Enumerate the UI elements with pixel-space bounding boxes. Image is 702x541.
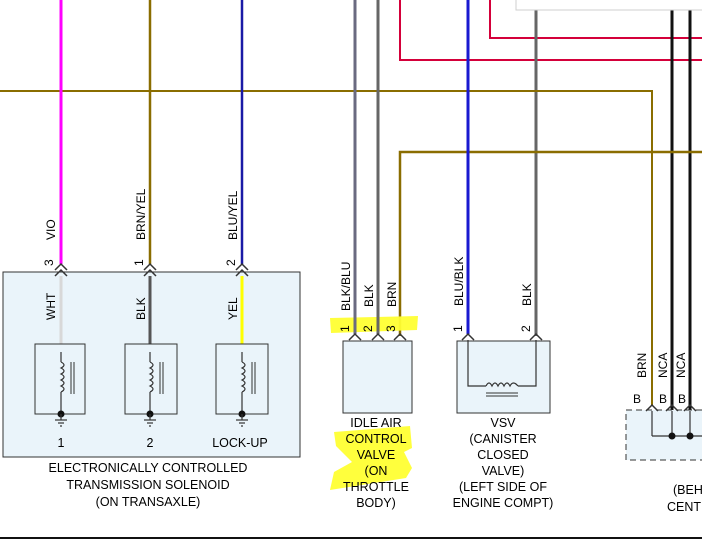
wire-label-vio: VIO: [44, 219, 58, 240]
wire-label-brn-yel: BRN/YEL: [134, 188, 148, 240]
pin-number: 3: [42, 259, 56, 266]
pin-number: 2: [519, 325, 533, 332]
wire-label-nca: NCA: [656, 353, 670, 378]
component-caption: (ON: [365, 464, 388, 478]
connector-pin-icon: [683, 403, 697, 412]
pin-number: 2: [224, 259, 238, 266]
solenoid-coil-icon: [124, 343, 178, 427]
brown-bus-wire: [0, 90, 702, 405]
connector-pin-icon: [235, 262, 249, 271]
connector-pin-icon: [665, 403, 679, 412]
wire-label-blk: BLK: [520, 283, 534, 306]
overlay-panel: [515, 0, 702, 11]
solenoid-label: 2: [147, 436, 154, 450]
component-caption: (LEFT SIDE OF: [459, 480, 547, 494]
wire-label-blk: BLK: [134, 297, 148, 320]
wire-label-blu-yel: BLU/YEL: [226, 190, 240, 240]
connector-pin-icon: [143, 262, 157, 271]
idle-air-control-valve: BLK/BLU BLK BRN 1 2 3 IDLE AIR CONTROL V…: [330, 0, 418, 510]
component-caption: IDLE AIR: [350, 416, 401, 430]
solenoid-coil-icon: [215, 343, 269, 427]
component-caption: ELECTRONICALLY CONTROLLED: [49, 461, 248, 475]
iacv-body: [342, 340, 413, 414]
connector-pin-icon: [348, 332, 362, 341]
wire-label-blk: BLK: [362, 284, 376, 307]
connector-pin-icon: [461, 332, 475, 341]
pin-number: 1: [132, 259, 146, 266]
vsv-body: [456, 340, 551, 414]
junction-block: BRN NCA NCA B B B (BEH CENT: [625, 353, 702, 514]
component-caption: BODY): [356, 496, 396, 510]
component-caption: (CANISTER: [469, 432, 536, 446]
component-caption: (BEH: [673, 483, 702, 497]
component-caption: CONTROL: [345, 432, 406, 446]
wire-label-blk-blu: BLK/BLU: [339, 262, 353, 311]
wire-label-blu-blk: BLU/BLK: [452, 257, 466, 306]
vsv-component: BLU/BLK BLK 1 2 VSV (CANISTER CLOSED VAL…: [451, 0, 553, 510]
wire-label-yel: YEL: [226, 297, 240, 320]
pin-letter: B: [678, 392, 686, 406]
component-caption: TRANSMISSION SOLENOID: [66, 478, 229, 492]
wire-label-nca: NCA: [674, 353, 688, 378]
pin-number: 1: [451, 325, 465, 332]
pin-number: 1: [338, 325, 352, 332]
vsv-coil-icon: [467, 340, 537, 397]
connector-pin-icon: [645, 403, 659, 412]
component-caption: THROTTLE: [343, 480, 409, 494]
component-caption: VSV: [490, 416, 516, 430]
highlight-mark: [330, 316, 418, 333]
pin-number: 3: [384, 325, 398, 332]
connector-pin-icon: [54, 262, 68, 271]
component-caption: CLOSED: [477, 448, 528, 462]
solenoid-label: 1: [58, 436, 65, 450]
component-caption: (ON TRANSAXLE): [96, 495, 201, 509]
top-right-wire-bundle: [399, 0, 702, 432]
highlight-mark: [330, 426, 412, 490]
wire-label-wht: WHT: [44, 292, 58, 320]
component-caption: VALVE): [482, 464, 525, 478]
solenoid-label: LOCK-UP: [212, 436, 268, 450]
wire-label-brn: BRN: [385, 282, 399, 307]
component-caption: CENT: [667, 500, 701, 514]
connector-pin-icon: [371, 332, 385, 341]
connector-pin-icon: [529, 332, 543, 341]
pin-number: 2: [361, 325, 375, 332]
transmission-solenoid-block: VIO BRN/YEL BLU/YEL 3 1 2 WHT BLK YEL 1 …: [2, 0, 301, 509]
wire-label-brn: BRN: [635, 353, 649, 378]
pin-letter: B: [659, 392, 667, 406]
pin-letter: B: [633, 392, 641, 406]
connector-pin-icon: [393, 332, 407, 341]
solenoid-coil-icon: [34, 343, 86, 427]
component-caption: ENGINE COMPT): [453, 496, 554, 510]
component-caption: VALVE: [357, 448, 395, 462]
